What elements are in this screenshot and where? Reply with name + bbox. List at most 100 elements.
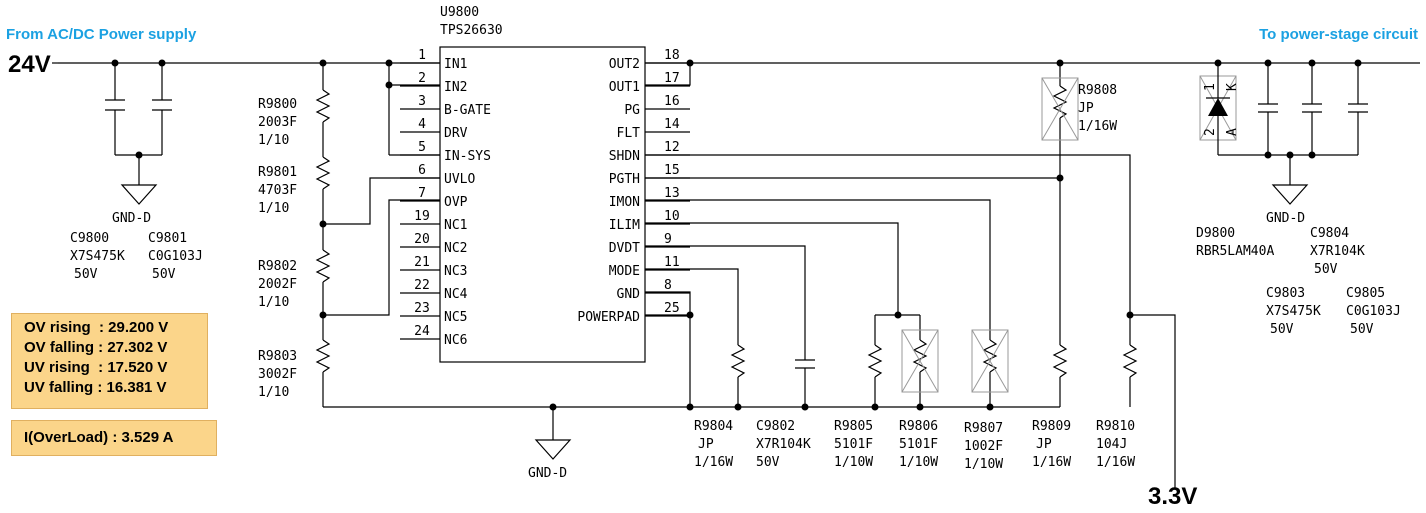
svg-text:3002F: 3002F (258, 367, 297, 382)
output-voltage-label: 3.3V (1148, 483, 1197, 510)
pin-number: 21 (414, 255, 430, 270)
svg-text:2003F: 2003F (258, 115, 297, 130)
pin-name: IN-SYS (444, 149, 491, 164)
c9805-label: C9805 C0G103J 50V (1346, 286, 1401, 337)
svg-text:1/10: 1/10 (258, 385, 289, 400)
svg-text:A: A (1225, 128, 1240, 136)
r9804-label: R9804 JP 1/16W (694, 419, 733, 470)
svg-text:R9804: R9804 (694, 419, 733, 434)
c9802-label: C9802 X7R104K 50V (756, 419, 811, 470)
pin-name: NC6 (444, 333, 467, 348)
ic-pins: 1IN12IN23B-GATE4DRV5IN-SYS6UVLO7OVP19NC1… (400, 48, 690, 348)
uv-rising-line: UV rising : 17.520 V (24, 359, 168, 376)
svg-text:R9800: R9800 (258, 97, 297, 112)
pin-number: 15 (664, 163, 680, 178)
svg-text:2002F: 2002F (258, 277, 297, 292)
pin-name: NC3 (444, 264, 467, 279)
r9802-label: R9802 2002F 1/10 (258, 259, 297, 310)
pin-number: 22 (414, 278, 430, 293)
c9804-label: C9804 X7R104K 50V (1310, 226, 1365, 277)
pin-number: 16 (664, 94, 680, 109)
pin-name: ILIM (609, 218, 640, 233)
pin-number: 18 (664, 48, 680, 63)
c9803-label: C9803 X7S475K 50V (1266, 286, 1321, 337)
pin-name: B-GATE (444, 103, 491, 118)
svg-text:RBR5LAM40A: RBR5LAM40A (1196, 244, 1274, 259)
gnd-label-3: GND-D (1266, 211, 1305, 226)
r9806-label: R9806 5101F 1/10W (899, 419, 938, 470)
pin-name: UVLO (444, 172, 475, 187)
overload-line: I(OverLoad) : 3.529 A (24, 429, 174, 446)
pin-name: FLT (617, 126, 641, 141)
svg-text:R9803: R9803 (258, 349, 297, 364)
pin-number: 20 (414, 232, 430, 247)
pin-number: 7 (418, 186, 426, 201)
r9807-label: R9807 1002F 1/10W (964, 421, 1003, 472)
pin-number: 14 (664, 117, 680, 132)
svg-text:5101F: 5101F (834, 437, 873, 452)
svg-text:X7S475K: X7S475K (70, 249, 125, 264)
svg-text:1002F: 1002F (964, 439, 1003, 454)
c9800-label: C9800 X7S475K 50V (70, 231, 125, 282)
svg-text:1/10: 1/10 (258, 201, 289, 216)
svg-text:D9800: D9800 (1196, 226, 1235, 241)
svg-text:1/10W: 1/10W (964, 457, 1003, 472)
pin-name: OUT2 (609, 57, 640, 72)
d9800-label: D9800 RBR5LAM40A (1196, 226, 1274, 259)
pin-name: DVDT (609, 241, 640, 256)
svg-text:C9804: C9804 (1310, 226, 1349, 241)
svg-text:K: K (1225, 83, 1240, 91)
svg-text:50V: 50V (74, 267, 98, 282)
pin-name: DRV (444, 126, 468, 141)
pin-name: IN2 (444, 80, 467, 95)
svg-text:R9807: R9807 (964, 421, 1003, 436)
pin-number: 10 (664, 209, 680, 224)
output-wires (645, 62, 1420, 488)
r9800-label: R9800 2003F 1/10 (258, 97, 297, 148)
svg-text:C9801: C9801 (148, 231, 187, 246)
pin-name: NC4 (444, 287, 468, 302)
svg-text:JP: JP (1036, 437, 1052, 452)
ic-body (439, 46, 646, 363)
svg-text:R9810: R9810 (1096, 419, 1135, 434)
pin-number: 24 (414, 324, 430, 339)
pin-number: 12 (664, 140, 680, 155)
ic-pin-in-sys: 5IN-SYS (400, 140, 491, 164)
r9809-label: R9809 JP 1/16W (1032, 419, 1071, 470)
pin-name: OUT1 (609, 80, 640, 95)
pin-name: GND (617, 287, 641, 302)
pin-name: NC2 (444, 241, 467, 256)
svg-text:5101F: 5101F (899, 437, 938, 452)
pin-name: MODE (609, 264, 640, 279)
svg-text:50V: 50V (1350, 322, 1374, 337)
pin-number: 1 (418, 48, 426, 63)
svg-text:C0G103J: C0G103J (148, 249, 203, 264)
svg-text:R9801: R9801 (258, 165, 297, 180)
svg-text:1: 1 (1203, 83, 1218, 91)
pin-name: OVP (444, 195, 468, 210)
pin-number: 2 (418, 71, 426, 86)
ov-falling-line: OV falling : 27.302 V (24, 339, 168, 356)
svg-text:1/10W: 1/10W (834, 455, 873, 470)
ic-pin-b-gate: 3B-GATE (400, 94, 491, 118)
svg-text:1/16W: 1/16W (694, 455, 733, 470)
pin-name: NC5 (444, 310, 467, 325)
svg-text:C9803: C9803 (1266, 286, 1305, 301)
r9808-label: R9808 JP 1/16W (1078, 83, 1117, 134)
dnp-marks (901, 75, 1237, 393)
uv-falling-line: UV falling : 16.381 V (24, 379, 167, 396)
pin-number: 4 (418, 117, 426, 132)
svg-text:C9805: C9805 (1346, 286, 1385, 301)
pin-name: PG (624, 103, 640, 118)
